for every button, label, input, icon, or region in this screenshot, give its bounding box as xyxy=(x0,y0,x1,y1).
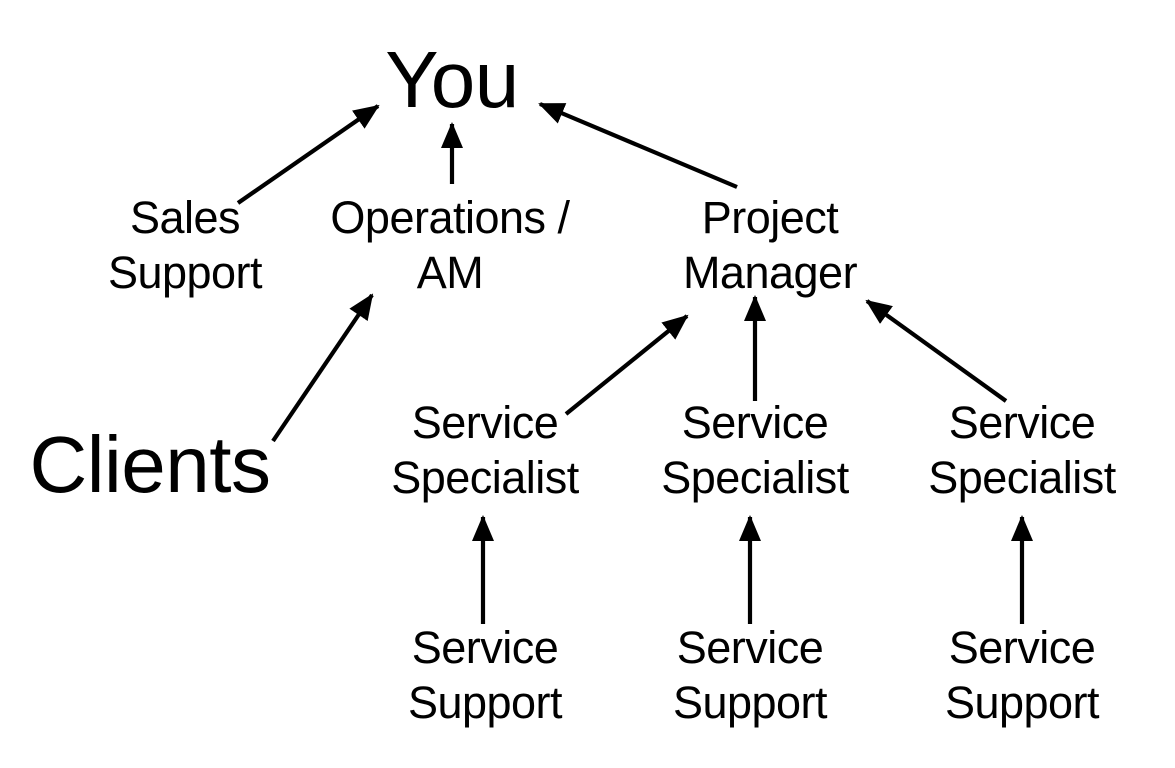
node-clients-label-line: Clients xyxy=(29,420,271,509)
node-service-specialist-3-label-line: Specialist xyxy=(928,452,1116,503)
node-service-support-2-label-line: Service xyxy=(676,622,824,673)
node-service-specialist-1-label-line: Specialist xyxy=(391,452,579,503)
node-you: You xyxy=(385,37,519,123)
node-project-manager-label-line: Manager xyxy=(682,247,858,298)
arrow-service-specialist-3-to-project-manager xyxy=(865,299,1008,403)
node-clients: Clients xyxy=(29,420,271,509)
node-service-specialist-1-label-line: Service xyxy=(411,397,559,448)
node-service-specialist-2-label-line: Specialist xyxy=(661,452,849,503)
node-operations-am-label-line: AM xyxy=(416,247,484,298)
arrow-project-manager-to-you xyxy=(538,102,738,189)
node-operations-am: Operations /AM xyxy=(330,190,570,300)
node-service-specialist-2-label-line: Service xyxy=(681,397,829,448)
node-operations-am-label-line: Operations / xyxy=(330,192,570,243)
node-service-specialist-3-label-line: Service xyxy=(948,397,1096,448)
node-sales-support-label-line: Support xyxy=(107,247,263,298)
arrow-clients-to-operations-am xyxy=(271,293,374,443)
arrow-service-specialist-1-to-project-manager xyxy=(564,314,689,416)
node-you-label-line: You xyxy=(385,35,519,124)
node-service-support-2-label-line: Support xyxy=(672,677,828,728)
node-service-support-1-label-line: Service xyxy=(411,622,559,673)
node-sales-support-label-line: Sales xyxy=(129,192,241,243)
node-service-support-3-label-line: Service xyxy=(948,622,1096,673)
node-service-support-3-label-line: Support xyxy=(944,677,1100,728)
node-project-manager-label-line: Project xyxy=(701,192,839,243)
arrow-sales-support-to-you xyxy=(236,104,380,205)
node-service-support-1-label-line: Support xyxy=(407,677,563,728)
